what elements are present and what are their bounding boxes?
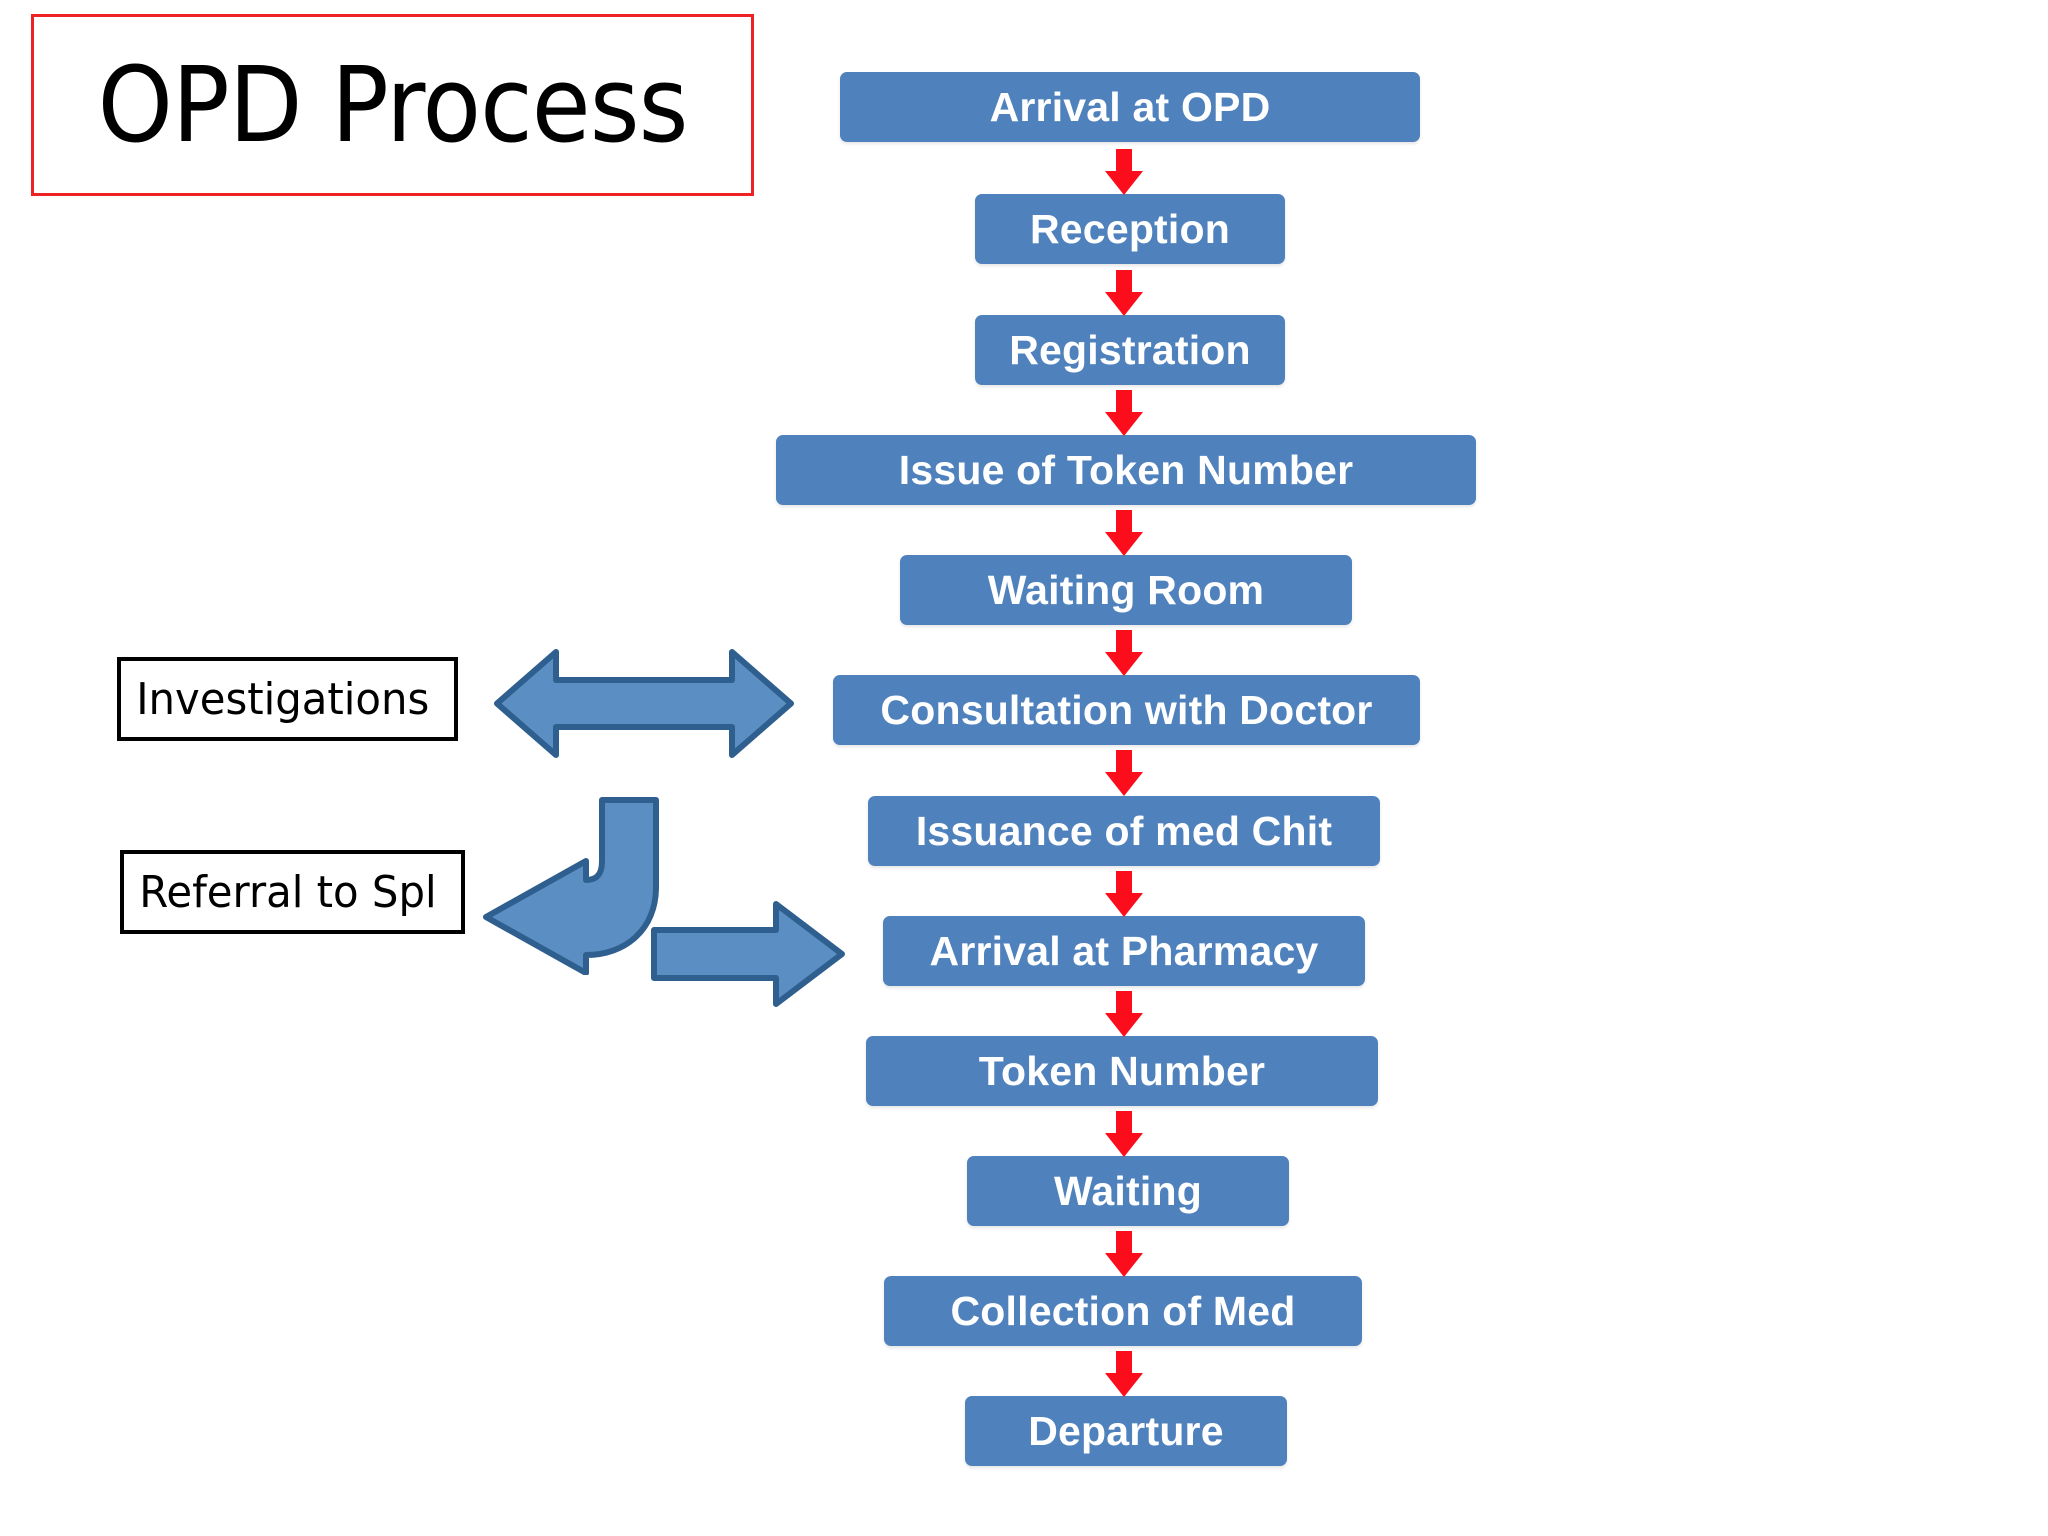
down-arrow-icon	[1105, 270, 1143, 316]
down-arrow-icon	[1105, 750, 1143, 796]
process-box-registration[interactable]: Registration	[975, 315, 1285, 385]
down-arrow-icon	[1105, 1351, 1143, 1397]
process-box-label: Token Number	[978, 1047, 1266, 1094]
process-box-arrival-at-pharmacy[interactable]: Arrival at Pharmacy	[883, 916, 1365, 986]
process-box-collection-of-med[interactable]: Collection of Med	[884, 1276, 1362, 1346]
process-box-label: Waiting	[1054, 1167, 1202, 1214]
process-box-label: Waiting Room	[987, 566, 1265, 613]
side-box-label: Referral to Spl	[139, 866, 437, 918]
process-box-departure[interactable]: Departure	[965, 1396, 1287, 1466]
process-box-label: Arrival at OPD	[989, 83, 1271, 130]
down-arrow-icon	[1105, 630, 1143, 676]
double-headed-arrow-icon	[494, 646, 794, 761]
process-box-issuance-of-med-chit[interactable]: Issuance of med Chit	[868, 796, 1380, 866]
bent-arrow-left-icon	[480, 795, 680, 976]
right-arrow-icon	[650, 900, 846, 1008]
side-box-referral-to-spl[interactable]: Referral to Spl	[120, 850, 465, 934]
down-arrow-icon	[1105, 510, 1143, 556]
process-box-label: Departure	[1028, 1407, 1224, 1454]
down-arrow-icon	[1105, 149, 1143, 195]
process-box-reception[interactable]: Reception	[975, 194, 1285, 264]
page-title: OPD Process	[97, 44, 689, 166]
process-box-label: Issuance of med Chit	[915, 807, 1333, 854]
process-box-waiting-room[interactable]: Waiting Room	[900, 555, 1352, 625]
side-box-investigations[interactable]: Investigations	[117, 657, 458, 741]
process-box-label: Consultation with Doctor	[880, 686, 1373, 733]
down-arrow-icon	[1105, 1231, 1143, 1277]
down-arrow-icon	[1105, 390, 1143, 436]
process-box-token-number[interactable]: Token Number	[866, 1036, 1378, 1106]
process-box-label: Issue of Token Number	[898, 446, 1354, 493]
process-box-label: Arrival at Pharmacy	[929, 927, 1319, 974]
process-box-waiting[interactable]: Waiting	[967, 1156, 1289, 1226]
process-box-consultation-with-doctor[interactable]: Consultation with Doctor	[833, 675, 1420, 745]
process-box-arrival-at-opd[interactable]: Arrival at OPD	[840, 72, 1420, 142]
process-box-label: Collection of Med	[950, 1287, 1296, 1334]
process-box-label: Reception	[1030, 205, 1230, 252]
title-box: OPD Process	[31, 14, 754, 196]
side-box-label: Investigations	[136, 673, 430, 725]
process-box-label: Registration	[1009, 326, 1251, 373]
process-box-issue-of-token-number[interactable]: Issue of Token Number	[776, 435, 1476, 505]
down-arrow-icon	[1105, 1111, 1143, 1157]
down-arrow-icon	[1105, 991, 1143, 1037]
down-arrow-icon	[1105, 871, 1143, 917]
